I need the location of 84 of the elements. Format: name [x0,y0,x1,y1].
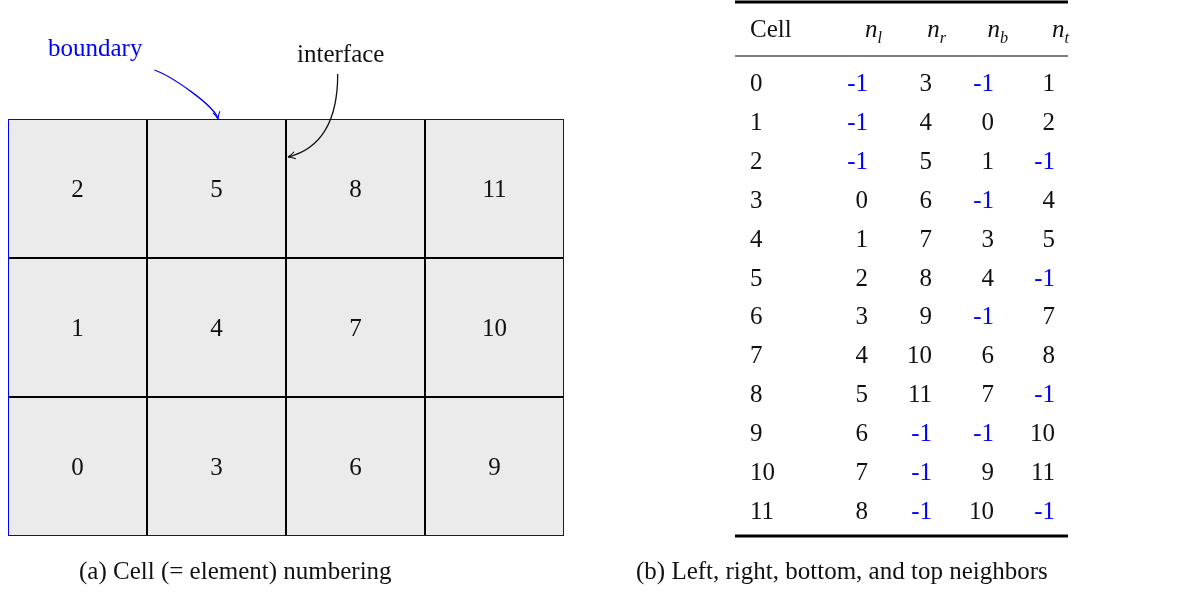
annotation-text: boundary [48,34,143,62]
grid-cell: 5 [147,120,286,258]
table-cell: 6 [981,340,994,371]
table-cell: -1 [1034,379,1055,410]
grid-cell: 2 [9,120,147,258]
table-cell: 8 [855,495,868,526]
table-cell: 5 [1042,223,1055,254]
column-header: n$_{r}$ [927,14,946,49]
table-cell: 0 [981,106,994,137]
table-cell: 4 [981,262,994,293]
table-cell: 3 [750,184,763,215]
table-cell: -1 [847,106,868,137]
table-cell: 2 [855,262,868,293]
table-cell: 3 [855,301,868,332]
table-cell: -1 [911,418,932,449]
table-cell: -1 [847,68,868,98]
table-cell: -1 [973,68,994,98]
table-cell: 5 [750,262,763,293]
grid-cell: 11 [425,120,563,258]
table-cell: 0 [855,184,868,215]
grid-cell: 3 [147,397,286,535]
table-cell: 9 [750,418,763,449]
column-header: Cell [750,14,792,44]
grid-area [8,119,564,536]
grid-cell: 7 [286,258,425,397]
table-cell: 10 [969,495,994,526]
table-cell: 7 [1042,301,1055,332]
table-cell: 1 [981,145,994,176]
table-cell: 2 [1042,106,1055,137]
table-cell: 4 [1042,184,1055,215]
annotation-text: interface [297,40,385,68]
grid-cell: 9 [425,397,563,535]
table-cell: 7 [855,457,868,487]
table-cell: -1 [847,145,868,176]
table-cell: 5 [919,145,932,176]
table-cell: -1 [911,495,932,526]
table-cell: 7 [750,340,763,371]
table-cell: 5 [855,379,868,410]
grid-cell: 6 [286,397,425,535]
grid-cell: 1 [9,258,147,397]
table-cell: -1 [973,184,994,215]
figure-caption: (a) Cell (= element) numbering [79,556,392,586]
table-cell: 11 [1030,457,1055,487]
table-cell: 1 [1042,68,1055,98]
table-cell: -1 [1034,145,1055,176]
table-cell: 11 [907,379,932,410]
column-header: n$_{b}$ [987,14,1008,49]
table-cell: 0 [750,68,763,98]
leader-line [153,69,219,120]
table-cell: 4 [750,223,763,254]
table-cell: -1 [911,457,932,487]
table-cell: 8 [750,379,763,410]
table-cell: 6 [919,184,932,215]
table-cell: 7 [981,379,994,410]
table-cell: 9 [919,301,932,332]
table-cell: 3 [981,223,994,254]
table-cell: 9 [981,457,994,487]
table-cell: -1 [1034,495,1055,526]
table-cell: 1 [750,106,763,137]
table-cell: 10 [1030,418,1055,449]
table-cell: 4 [855,340,868,371]
table-cell: 8 [919,262,932,293]
grid-cell: 4 [147,258,286,397]
table-cell: 8 [1042,340,1055,371]
leader-line [287,73,339,159]
table-cell: -1 [1034,262,1055,293]
table-cell: 10 [750,457,775,487]
table-cell: 3 [919,68,932,98]
table-cell: 2 [750,145,763,176]
column-header: n$_{t}$ [1052,14,1069,49]
table-cell: 6 [855,418,868,449]
grid-cell: 0 [9,397,147,535]
table-cell: 11 [750,495,775,526]
figure-caption: (b) Left, right, bottom, and top neighbors [636,556,1048,586]
table-cell: 7 [919,223,932,254]
table-cell: -1 [973,301,994,332]
table-cell: 1 [855,223,868,254]
grid-cell: 10 [425,258,563,397]
table-cell: 10 [907,340,932,371]
table-cell: -1 [973,418,994,449]
grid-cell: 8 [286,120,425,258]
column-header: n$_{l}$ [865,14,882,49]
table-cell: 6 [750,301,763,332]
table-cell: 4 [919,106,932,137]
